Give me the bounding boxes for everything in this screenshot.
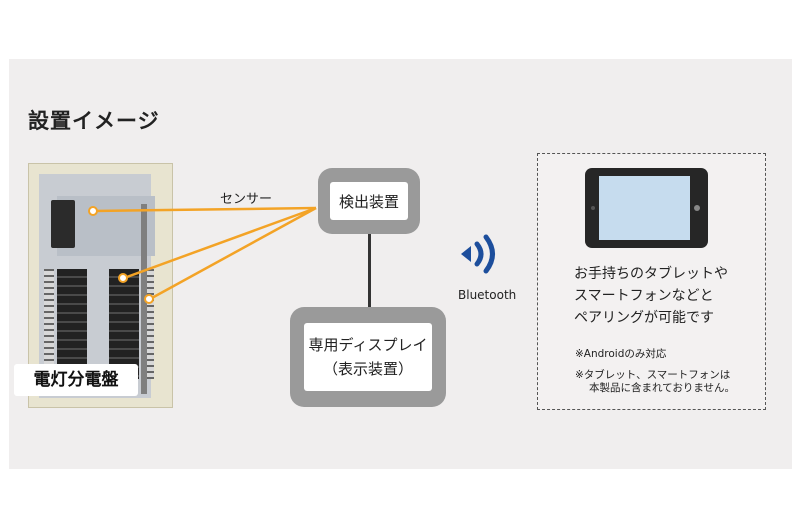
- android-note: ※Androidのみ対応: [575, 348, 667, 360]
- bluetooth-label: Bluetooth: [458, 288, 517, 302]
- display-face: [304, 323, 432, 391]
- board-label: 電灯分電盤: [14, 364, 138, 396]
- tablet-screen: [599, 176, 690, 240]
- main-breaker: [51, 200, 75, 248]
- display-label-line2: （表示装置）: [322, 360, 413, 378]
- display-device: 専用ディスプレイ （表示装置）: [290, 307, 446, 407]
- bluetooth-wave-icon: [461, 234, 495, 274]
- device-description: お手持ちのタブレットや スマートフォンなどと ペアリングが可能です: [574, 263, 754, 329]
- device-not-included-note-cont: 本製品に含まれておりません。: [589, 382, 736, 394]
- tablet-icon: [585, 168, 708, 248]
- sensor-line-3: [149, 206, 317, 301]
- device-description-line: スマートフォンなどと: [574, 288, 714, 304]
- display-label: 専用ディスプレイ （表示装置）: [290, 307, 446, 407]
- sensor-point-3: [144, 294, 154, 304]
- sensor-label: センサー: [220, 192, 273, 207]
- tablet-camera: [591, 206, 595, 210]
- breaker-column-left: [57, 269, 87, 379]
- detector-label: 検出装置: [338, 192, 399, 211]
- wire-bundle-right: [144, 269, 154, 379]
- sensor-point-1: [88, 206, 98, 216]
- page-title: 設置イメージ: [28, 109, 160, 133]
- device-not-included-note: ※タブレット、スマートフォンは: [575, 369, 731, 381]
- device-description-line: お手持ちのタブレットや: [574, 266, 728, 282]
- detector-display-cable: [368, 234, 371, 308]
- sensor-line-1: [93, 206, 317, 213]
- breaker-column-right: [109, 269, 139, 379]
- detector-face: [330, 182, 408, 220]
- sensor-point-2: [118, 273, 128, 283]
- sensor-line-2: [123, 206, 317, 280]
- device-description-line: ペアリングが可能です: [574, 310, 714, 326]
- display-label-line1: 専用ディスプレイ: [308, 336, 428, 354]
- detector-device: 検出装置: [318, 168, 420, 234]
- tablet-home-button: [694, 205, 700, 211]
- wire-bundle-left: [44, 269, 54, 379]
